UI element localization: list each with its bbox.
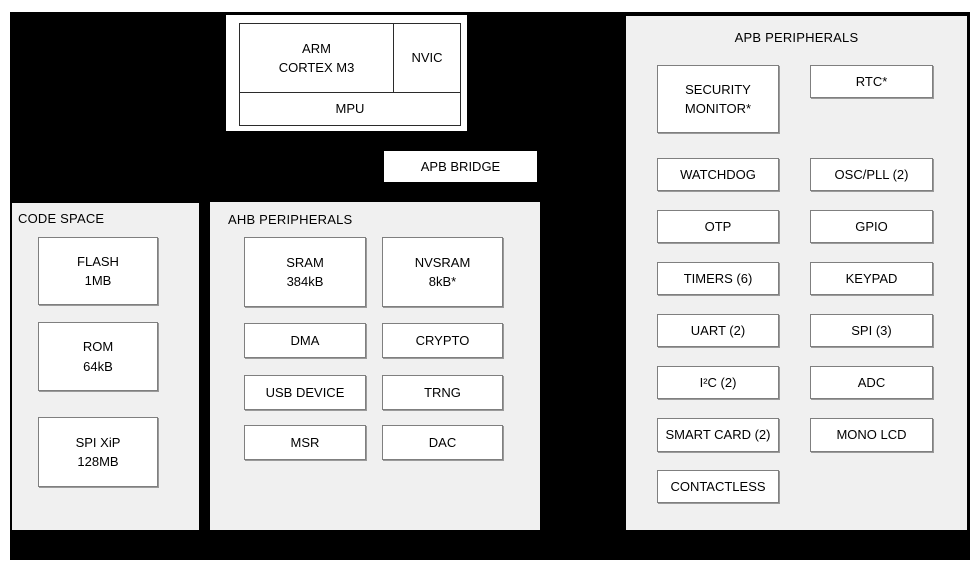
contactless-box: CONTACTLESS <box>657 470 779 503</box>
ahb-panel: AHB PERIPHERALS SRAM 384kB NVSRAM 8kB* D… <box>210 202 540 530</box>
keypad-box: KEYPAD <box>810 262 933 295</box>
smart-card-box: SMART CARD (2) <box>657 418 779 452</box>
dma-box: DMA <box>244 323 366 358</box>
adc-box: ADC <box>810 366 933 399</box>
i2c-box: I²C (2) <box>657 366 779 399</box>
apb-panel: APB PERIPHERALS SECURITY MONITOR* WATCHD… <box>626 16 967 530</box>
code-space-title: CODE SPACE <box>18 211 105 226</box>
msr-box: MSR <box>244 425 366 460</box>
sram-box: SRAM 384kB <box>244 237 366 307</box>
apb-title: APB PERIPHERALS <box>734 30 859 45</box>
nvsram-box: NVSRAM 8kB* <box>382 237 503 307</box>
security-monitor-box: SECURITY MONITOR* <box>657 65 779 133</box>
ahb-title: AHB PERIPHERALS <box>228 212 353 227</box>
mpu-box: MPU <box>239 92 461 126</box>
spi-box: SPI (3) <box>810 314 933 347</box>
apb-bridge-box: APB BRIDGE <box>383 150 538 183</box>
cpu-block: ARM CORTEX M3 NVIC MPU <box>224 13 469 133</box>
trng-box: TRNG <box>382 375 503 410</box>
flash-box: FLASH 1MB <box>38 237 158 305</box>
otp-box: OTP <box>657 210 779 243</box>
code-space-panel: CODE SPACE FLASH 1MB ROM 64kB SPI XiP 12… <box>12 203 199 530</box>
uart-box: UART (2) <box>657 314 779 347</box>
rtc-box: RTC* <box>810 65 933 98</box>
crypto-box: CRYPTO <box>382 323 503 358</box>
timers-box: TIMERS (6) <box>657 262 779 295</box>
rom-box: ROM 64kB <box>38 322 158 391</box>
spi-xip-box: SPI XiP 128MB <box>38 417 158 487</box>
dac-box: DAC <box>382 425 503 460</box>
osc-pll-box: OSC/PLL (2) <box>810 158 933 191</box>
nvic-box: NVIC <box>393 23 461 93</box>
usb-device-box: USB DEVICE <box>244 375 366 410</box>
cpu-core-box: ARM CORTEX M3 <box>239 23 394 93</box>
mono-lcd-box: MONO LCD <box>810 418 933 452</box>
gpio-box: GPIO <box>810 210 933 243</box>
watchdog-box: WATCHDOG <box>657 158 779 191</box>
